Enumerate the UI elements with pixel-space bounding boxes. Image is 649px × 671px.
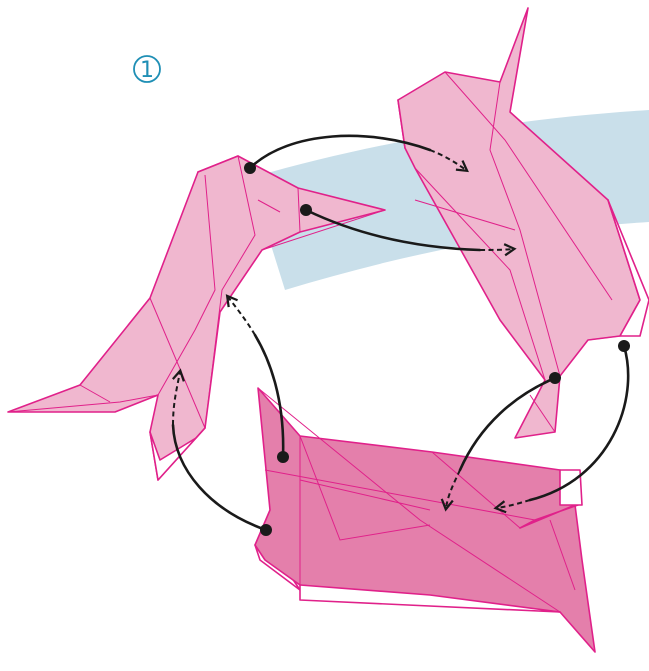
step-number: 1 bbox=[140, 58, 154, 83]
left-unit bbox=[8, 156, 385, 480]
step-number-marker: 1 bbox=[134, 56, 160, 83]
